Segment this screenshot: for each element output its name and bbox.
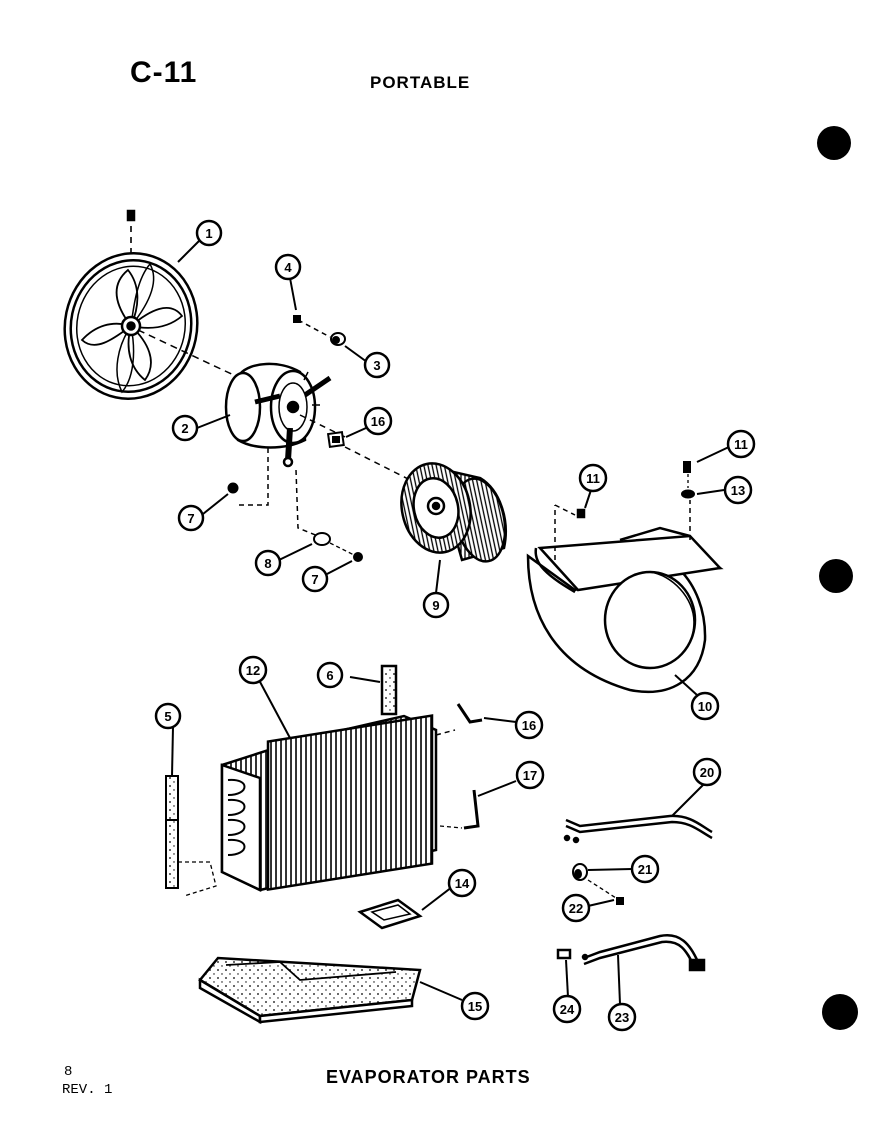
revision-label: REV. 1 xyxy=(62,1082,113,1098)
svg-text:13: 13 xyxy=(731,483,745,498)
svg-text:1: 1 xyxy=(205,226,212,241)
model-type: PORTABLE xyxy=(370,73,471,92)
callout-numbers: 1 2 3 4 5 6 7 7 8 9 10 11 11 12 13 14 15… xyxy=(154,219,756,1032)
svg-text:16: 16 xyxy=(371,414,385,429)
callout-12: 12 xyxy=(238,655,268,685)
part-fan-shroud xyxy=(63,209,241,400)
part-drain-pan xyxy=(198,956,422,1025)
part-grommets xyxy=(227,482,363,562)
callout-16b: 16 xyxy=(514,710,544,740)
callout-10: 10 xyxy=(690,691,720,721)
svg-text:12: 12 xyxy=(246,663,260,678)
figure-title: EVAPORATOR PARTS xyxy=(326,1067,531,1087)
part-hub-plate xyxy=(326,430,421,486)
svg-text:8: 8 xyxy=(264,556,271,571)
part-nut-screw xyxy=(293,315,346,346)
svg-text:15: 15 xyxy=(468,999,482,1014)
svg-text:10: 10 xyxy=(698,699,712,714)
part-blower-wheel xyxy=(400,462,507,563)
part-side-seal xyxy=(165,775,217,897)
callout-11b: 11 xyxy=(578,463,608,493)
binder-hole xyxy=(817,126,851,160)
svg-text:20: 20 xyxy=(700,765,714,780)
page-number: 8 xyxy=(64,1064,73,1080)
svg-text:7: 7 xyxy=(187,511,194,526)
part-tubes xyxy=(439,703,483,830)
callout-17: 17 xyxy=(515,760,545,790)
svg-text:14: 14 xyxy=(455,876,470,891)
leader-lines xyxy=(171,239,732,1005)
callout-5: 5 xyxy=(154,702,182,730)
callout-16a: 16 xyxy=(363,406,393,436)
svg-text:17: 17 xyxy=(523,768,537,783)
part-drain-tube xyxy=(563,814,713,844)
callout-6: 6 xyxy=(316,661,344,689)
svg-text:7: 7 xyxy=(311,572,318,587)
svg-text:11: 11 xyxy=(734,437,748,452)
part-drip-plate xyxy=(357,898,423,930)
callout-3: 3 xyxy=(363,351,391,379)
svg-text:24: 24 xyxy=(560,1002,575,1017)
part-blower-housing xyxy=(526,500,724,694)
callout-20: 20 xyxy=(692,757,722,787)
svg-text:16: 16 xyxy=(522,718,536,733)
svg-text:23: 23 xyxy=(615,1010,629,1025)
part-fitting-screw xyxy=(572,863,624,905)
callout-7a: 7 xyxy=(177,504,205,532)
svg-text:2: 2 xyxy=(181,421,188,436)
callout-8: 8 xyxy=(254,549,282,577)
callout-15: 15 xyxy=(460,991,490,1021)
svg-text:3: 3 xyxy=(373,358,380,373)
callout-13: 13 xyxy=(723,475,753,505)
callout-9: 9 xyxy=(422,591,450,619)
part-housing-screws xyxy=(681,461,695,499)
callout-7b: 7 xyxy=(301,565,329,593)
binder-hole xyxy=(822,994,858,1030)
part-evaporator-coil xyxy=(220,664,456,892)
svg-text:21: 21 xyxy=(638,862,652,877)
part-fan-motor xyxy=(224,362,346,537)
svg-text:22: 22 xyxy=(569,901,583,916)
callout-24: 24 xyxy=(552,994,582,1024)
callout-14: 14 xyxy=(447,868,477,898)
binder-hole xyxy=(819,559,853,593)
callout-1: 1 xyxy=(195,219,223,247)
callout-23: 23 xyxy=(607,1002,637,1032)
callout-11a: 11 xyxy=(726,429,756,459)
callout-21: 21 xyxy=(630,854,660,884)
binder-holes xyxy=(817,126,858,1030)
svg-text:9: 9 xyxy=(432,598,439,613)
svg-text:11: 11 xyxy=(586,471,600,486)
callout-2: 2 xyxy=(171,414,199,442)
svg-text:4: 4 xyxy=(284,260,292,275)
svg-text:5: 5 xyxy=(164,709,171,724)
svg-text:6: 6 xyxy=(326,668,333,683)
part-heater-cable xyxy=(556,933,706,972)
callout-22: 22 xyxy=(561,893,591,923)
callout-4: 4 xyxy=(274,253,302,281)
page-code: C-11 xyxy=(130,56,198,89)
